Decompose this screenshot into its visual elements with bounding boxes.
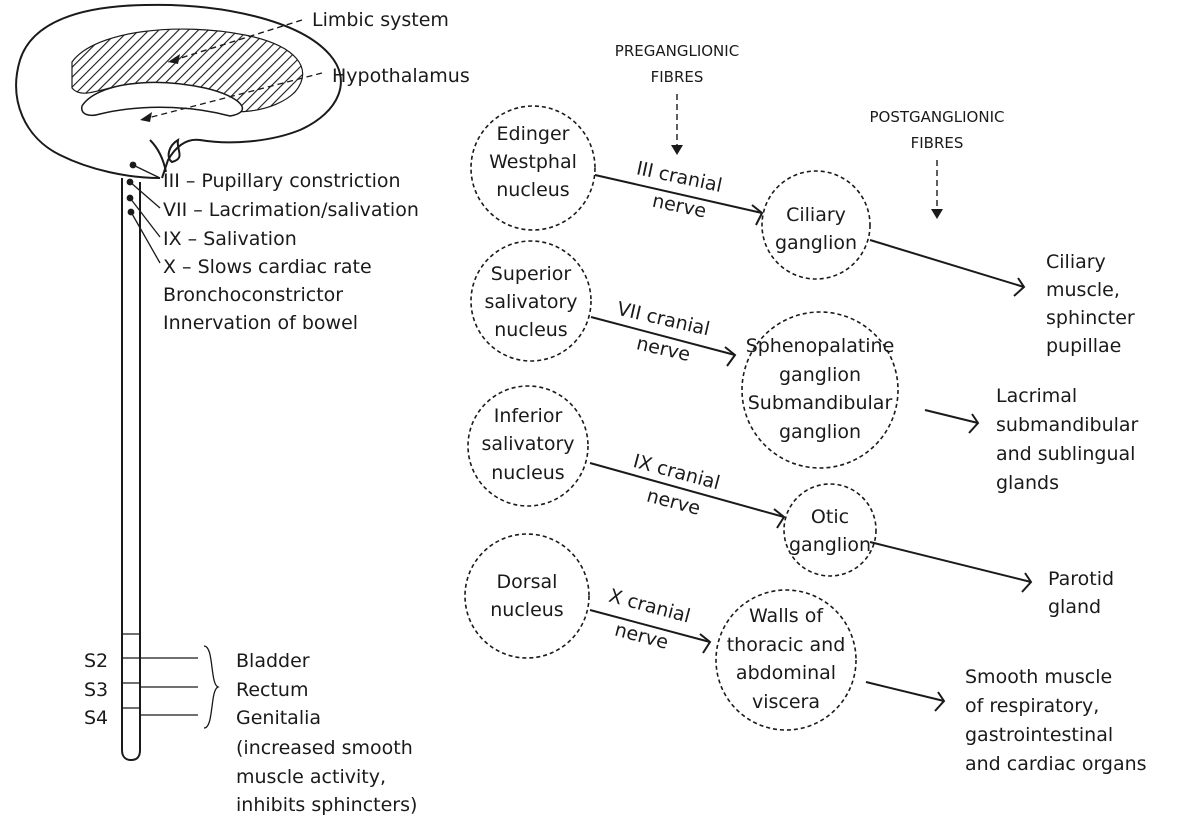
hypothalamus-pointer [139, 72, 323, 121]
svg-text:Ciliary: Ciliary [1046, 251, 1106, 273]
hypothalamus-arrowhead [140, 112, 152, 122]
svg-text:nucleus: nucleus [491, 462, 564, 484]
brainstem-nuclei [126, 161, 161, 264]
nucleus-circle [464, 533, 590, 659]
svg-text:ganglion: ganglion [779, 364, 861, 386]
svg-text:Sphenopalatine: Sphenopalatine [746, 335, 895, 357]
postganglionic-fibre [865, 681, 945, 702]
limbic-arrowhead [168, 54, 180, 64]
outflow-vii: VII – Lacrimation/salivation [163, 199, 419, 221]
target-rectum: Rectum [236, 679, 308, 701]
svg-text:thoracic and: thoracic and [727, 634, 846, 656]
ganglion-circle [761, 170, 871, 280]
cranial-outflow-list: III – Pupillary constriction VII – Lacri… [163, 170, 419, 334]
brain-drawing [15, 3, 342, 179]
svg-text:nerve: nerve [644, 485, 702, 520]
postganglionic-header: POSTGANGLIONIC FIBRES [870, 108, 1005, 219]
nucleus-circle [467, 385, 589, 507]
preganglionic-fibre [589, 609, 711, 643]
svg-text:Edinger: Edinger [497, 123, 570, 145]
pathway-x: Dorsal nucleus X cranial nerve Walls of … [464, 533, 1147, 775]
target-note-line1: (increased smooth [236, 737, 413, 759]
preganglionic-header: PREGANGLIONIC FIBRES [615, 42, 739, 155]
segment-s2: S2 [84, 650, 108, 672]
svg-text:salivatory: salivatory [481, 433, 574, 455]
svg-text:gland: gland [1048, 596, 1101, 618]
segment-s3: S3 [84, 679, 108, 701]
svg-text:nucleus: nucleus [496, 179, 569, 201]
svg-text:glands: glands [996, 472, 1059, 494]
svg-text:salivatory: salivatory [484, 291, 577, 313]
corpus-callosum [81, 81, 243, 117]
target-note-line3: inhibits sphincters) [236, 794, 417, 816]
svg-text:sphincter: sphincter [1046, 307, 1135, 329]
svg-text:VII cranial: VII cranial [615, 298, 712, 341]
svg-text:and cardiac organs: and cardiac organs [965, 753, 1147, 775]
svg-text:nucleus: nucleus [494, 319, 567, 341]
target-note-line2: muscle activity, [236, 766, 386, 788]
ganglion-circle [715, 589, 857, 731]
limbic-pointer [167, 19, 303, 63]
svg-text:ganglion: ganglion [789, 534, 871, 556]
segment-s4: S4 [84, 707, 108, 729]
svg-text:Ciliary: Ciliary [786, 204, 846, 226]
postganglionic-fibre [869, 541, 1032, 583]
svg-text:Otic: Otic [811, 506, 849, 528]
postganglionic-fibre [869, 239, 1025, 288]
svg-text:ganglion: ganglion [775, 232, 857, 254]
svg-text:submandibular: submandibular [996, 414, 1139, 436]
svg-text:FIBRES: FIBRES [651, 68, 704, 86]
postganglionic-fibre [924, 409, 979, 424]
svg-text:abdominal: abdominal [736, 662, 836, 684]
sacral-brace [203, 645, 220, 729]
outflow-bowel: Innervation of bowel [163, 312, 358, 334]
svg-text:Superior: Superior [491, 263, 572, 285]
svg-text:Parotid: Parotid [1048, 568, 1114, 590]
svg-text:nerve: nerve [612, 619, 670, 654]
preganglionic-fibre [594, 174, 763, 214]
svg-text:of respiratory,: of respiratory, [965, 695, 1099, 717]
svg-text:Submandibular: Submandibular [748, 392, 893, 414]
svg-text:pupillae: pupillae [1046, 335, 1121, 357]
svg-text:viscera: viscera [752, 691, 820, 713]
spinal-cord [121, 178, 141, 762]
nucleus-circle [470, 240, 592, 362]
svg-text:III cranial: III cranial [634, 157, 724, 197]
target-bladder: Bladder [236, 650, 310, 672]
preganglionic-fibre [589, 462, 785, 518]
target-genitalia: Genitalia [236, 707, 321, 729]
ganglion-circle [783, 483, 877, 577]
svg-text:muscle,: muscle, [1046, 279, 1120, 301]
svg-text:Lacrimal: Lacrimal [996, 385, 1077, 407]
svg-text:ganglion: ganglion [779, 421, 861, 443]
svg-text:PREGANGLIONIC: PREGANGLIONIC [615, 42, 739, 60]
outflow-x: X – Slows cardiac rate [163, 256, 372, 278]
outflow-iii: III – Pupillary constriction [163, 170, 401, 192]
nucleus-circle [470, 105, 596, 231]
svg-text:nerve: nerve [634, 332, 692, 366]
pathway-vii: Superior salivatory nucleus VII cranial … [470, 240, 1139, 494]
outflow-ix: IX – Salivation [163, 228, 297, 250]
svg-text:and sublingual: and sublingual [996, 443, 1135, 465]
sacral-outflow: S2 S3 S4 Bladder Rectum Genitalia (incre… [84, 645, 417, 816]
svg-text:FIBRES: FIBRES [911, 134, 964, 152]
svg-text:Smooth muscle: Smooth muscle [965, 666, 1112, 688]
svg-text:POSTGANGLIONIC: POSTGANGLIONIC [870, 108, 1005, 126]
pathway-iii: Edinger Westphal nucleus III cranial ner… [470, 105, 1135, 357]
ganglion-circle [741, 311, 899, 469]
svg-text:Dorsal: Dorsal [497, 571, 558, 593]
svg-text:Walls of: Walls of [749, 605, 824, 627]
svg-text:nucleus: nucleus [490, 599, 563, 621]
svg-text:Inferior: Inferior [494, 405, 563, 427]
outflow-bronchoconstrictor: Bronchoconstrictor [163, 284, 343, 306]
svg-text:nerve: nerve [650, 190, 708, 223]
limbic-label: Limbic system [312, 9, 449, 31]
svg-text:gastrointestinal: gastrointestinal [965, 724, 1113, 746]
svg-text:Westphal: Westphal [489, 151, 577, 173]
hypothalamus-label: Hypothalamus [332, 65, 470, 87]
preganglionic-fibre [590, 316, 736, 356]
